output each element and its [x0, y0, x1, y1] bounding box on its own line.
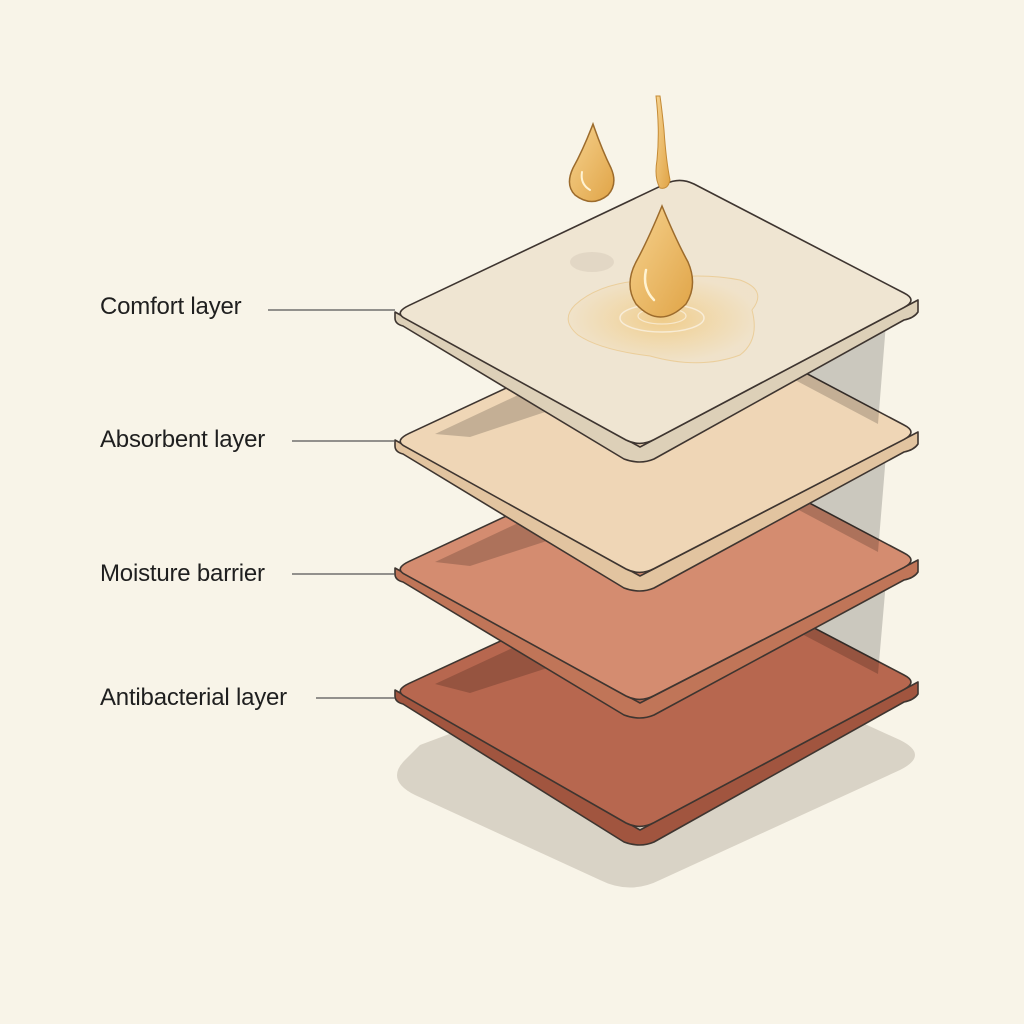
- plate-edge: [394, 559, 919, 719]
- fluid-group: [567, 95, 759, 364]
- fluid-stream: [655, 95, 671, 189]
- label-antibacterial-layer: Antibacterial layer: [100, 684, 287, 711]
- surface-spot: [570, 252, 614, 272]
- plate-edge: [394, 299, 919, 463]
- plate-edge: [394, 681, 919, 846]
- label-comfort-layer: Comfort layer: [100, 293, 242, 320]
- plate-edge: [394, 431, 919, 592]
- drop-highlight: [580, 171, 591, 191]
- label-absorbent-layer: Absorbent layer: [100, 426, 266, 453]
- drop-highlight: [643, 268, 656, 302]
- label-moisture-barrier: Moisture barrier: [100, 560, 265, 587]
- falling-drop: [568, 121, 615, 203]
- layer-stack: [268, 179, 919, 846]
